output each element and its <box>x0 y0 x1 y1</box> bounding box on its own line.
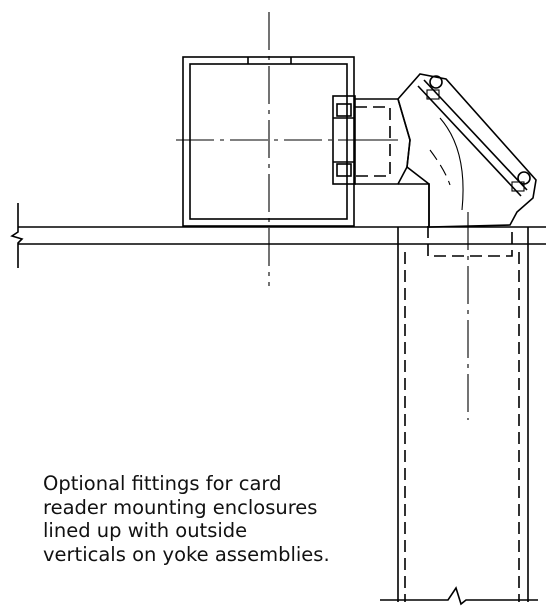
caption-text: Optional fittings for card reader mounti… <box>43 472 330 566</box>
conduit-nipple <box>345 98 430 227</box>
hidden-fitting-below <box>427 226 513 257</box>
horizontal-yoke-beam <box>10 203 546 268</box>
card-reader-fitting <box>397 73 537 228</box>
box-centerlines <box>176 12 346 286</box>
vertical-yoke-post <box>380 227 538 606</box>
